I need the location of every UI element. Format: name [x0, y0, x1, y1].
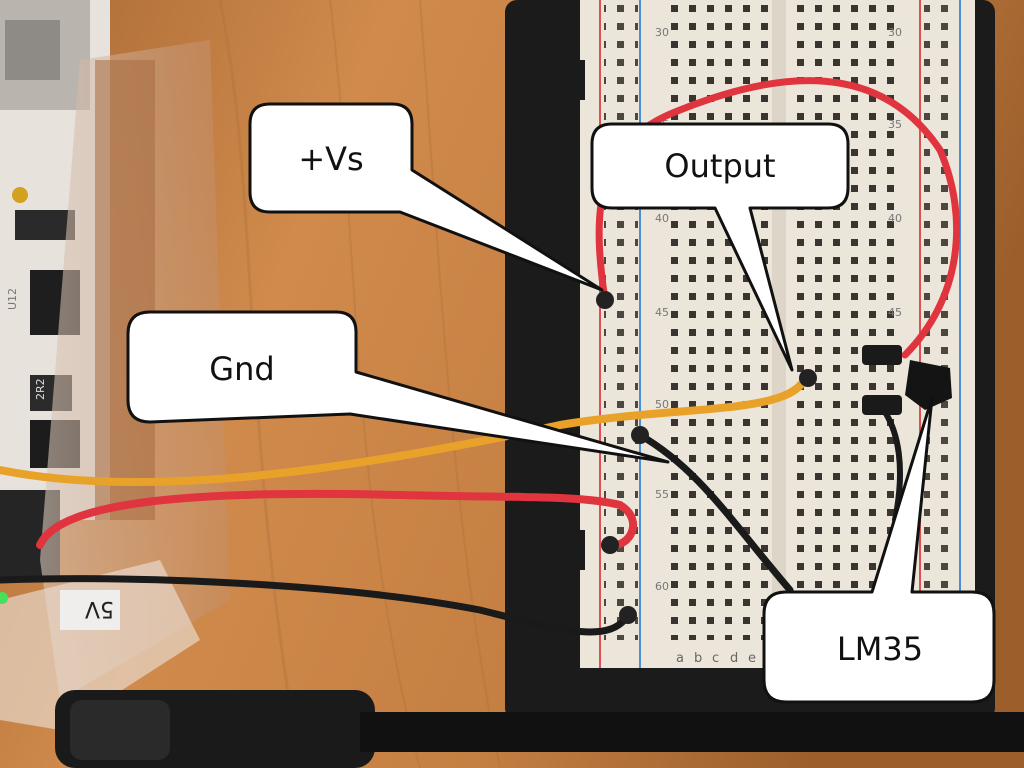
lm35-sensor — [905, 360, 952, 410]
callout-lm35-label: LM35 — [837, 630, 923, 668]
callout-gnd: Gnd — [126, 310, 670, 464]
column-letter: b — [694, 651, 702, 666]
row-number: 30 — [888, 26, 902, 39]
row-number: 60 — [655, 580, 669, 593]
callout-output: Output — [590, 122, 850, 372]
column-letter: c — [712, 651, 719, 666]
row-number: 35 — [888, 118, 902, 131]
power-plug — [55, 690, 1024, 768]
callout-lm35: LM35 — [762, 396, 996, 704]
black-wire-bottom — [0, 575, 632, 636]
black-wire-gnd — [636, 431, 794, 594]
orange-wire — [0, 374, 809, 487]
callout-output-label: Output — [664, 147, 775, 185]
red-wire-bottom — [36, 489, 638, 550]
row-number: 45 — [655, 306, 669, 319]
wire-ends — [596, 291, 902, 624]
row-number: 30 — [655, 26, 669, 39]
row-number: 40 — [888, 212, 902, 225]
board-label-u12: U12 — [6, 288, 19, 310]
board-label-voltage: 5V — [85, 596, 114, 621]
row-number: 45 — [888, 306, 902, 319]
callout-gnd-label: Gnd — [209, 350, 274, 388]
column-letter: e — [748, 651, 756, 666]
column-letter: d — [730, 651, 738, 666]
row-number: 50 — [655, 398, 669, 411]
row-number: 55 — [655, 488, 669, 501]
column-letter: a — [676, 651, 684, 666]
callout-vs: +Vs — [248, 102, 604, 292]
board-label-r2: 2R2 — [34, 378, 47, 400]
callout-vs-label: +Vs — [298, 140, 363, 178]
row-number: 40 — [655, 212, 669, 225]
